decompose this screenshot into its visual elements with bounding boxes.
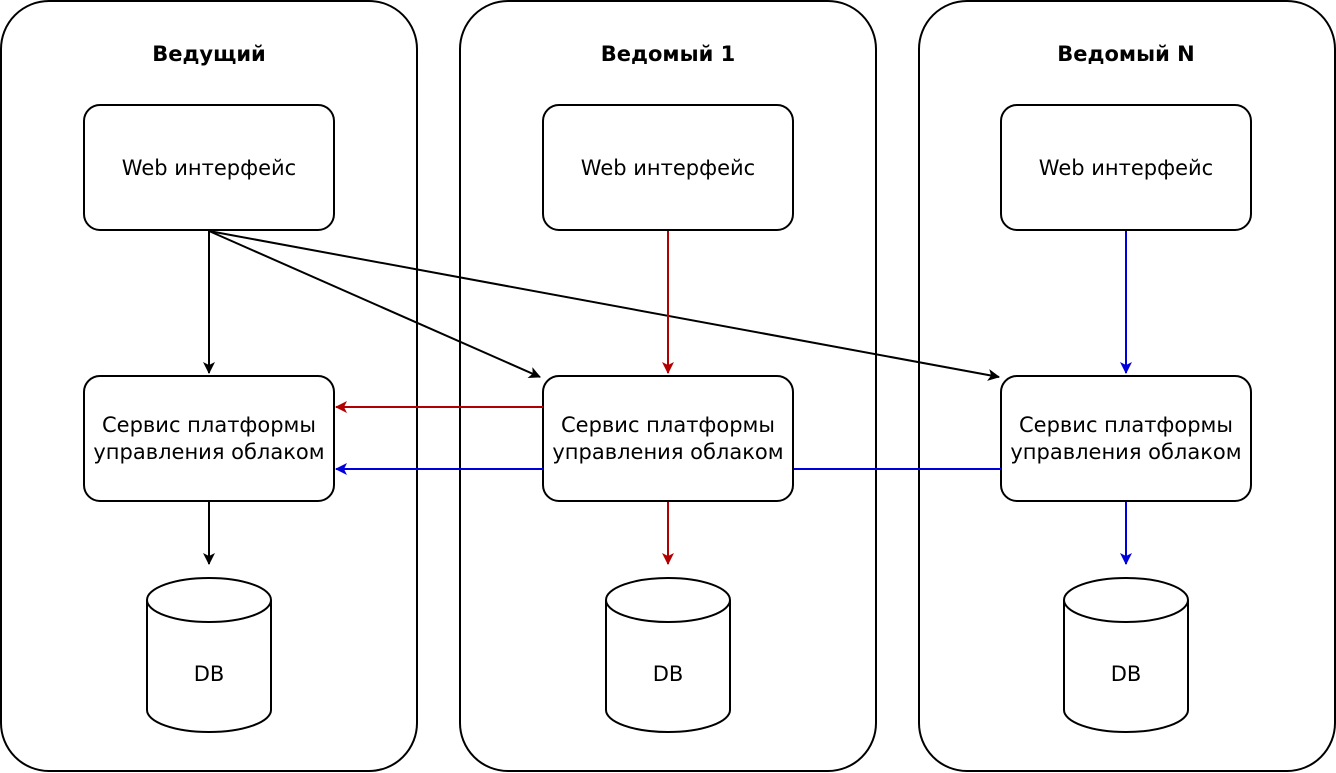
service-master-label-line2: управления облаком	[93, 440, 324, 464]
arrow-master-web-to-slave1-service	[208, 230, 541, 379]
web-interface-slave-1	[542, 104, 794, 231]
service-slave-1	[542, 375, 794, 502]
database-slave-n-label: DB	[1111, 662, 1142, 686]
column-title-master: Ведущий	[152, 42, 266, 66]
service-slave-n-label-line1: Сервис платформы	[1019, 413, 1233, 437]
database-slave-n	[1063, 577, 1189, 733]
web-interface-slave-1-label: Web интерфейс	[581, 156, 755, 180]
service-slave-1-label-line1: Сервис платформы	[561, 413, 775, 437]
database-slave-1-label: DB	[653, 662, 684, 686]
service-slave-n-label-line2: управления облаком	[1010, 440, 1241, 464]
database-slave-1	[605, 577, 731, 733]
service-slave-n	[1000, 375, 1252, 502]
web-interface-master-label: Web интерфейс	[122, 156, 296, 180]
web-interface-slave-n-label: Web интерфейс	[1039, 156, 1213, 180]
service-master	[83, 375, 335, 502]
database-master	[146, 577, 272, 733]
database-master-label: DB	[194, 662, 225, 686]
web-interface-slave-n	[1000, 104, 1252, 231]
column-title-slave-1: Ведомый 1	[601, 42, 735, 66]
arrow-master-web-to-slaveN-service	[208, 230, 1000, 381]
web-interface-master	[83, 104, 335, 231]
column-title-slave-n: Ведомый N	[1057, 42, 1194, 66]
service-master-label-line1: Сервис платформы	[102, 413, 316, 437]
service-slave-1-label-line2: управления облаком	[552, 440, 783, 464]
